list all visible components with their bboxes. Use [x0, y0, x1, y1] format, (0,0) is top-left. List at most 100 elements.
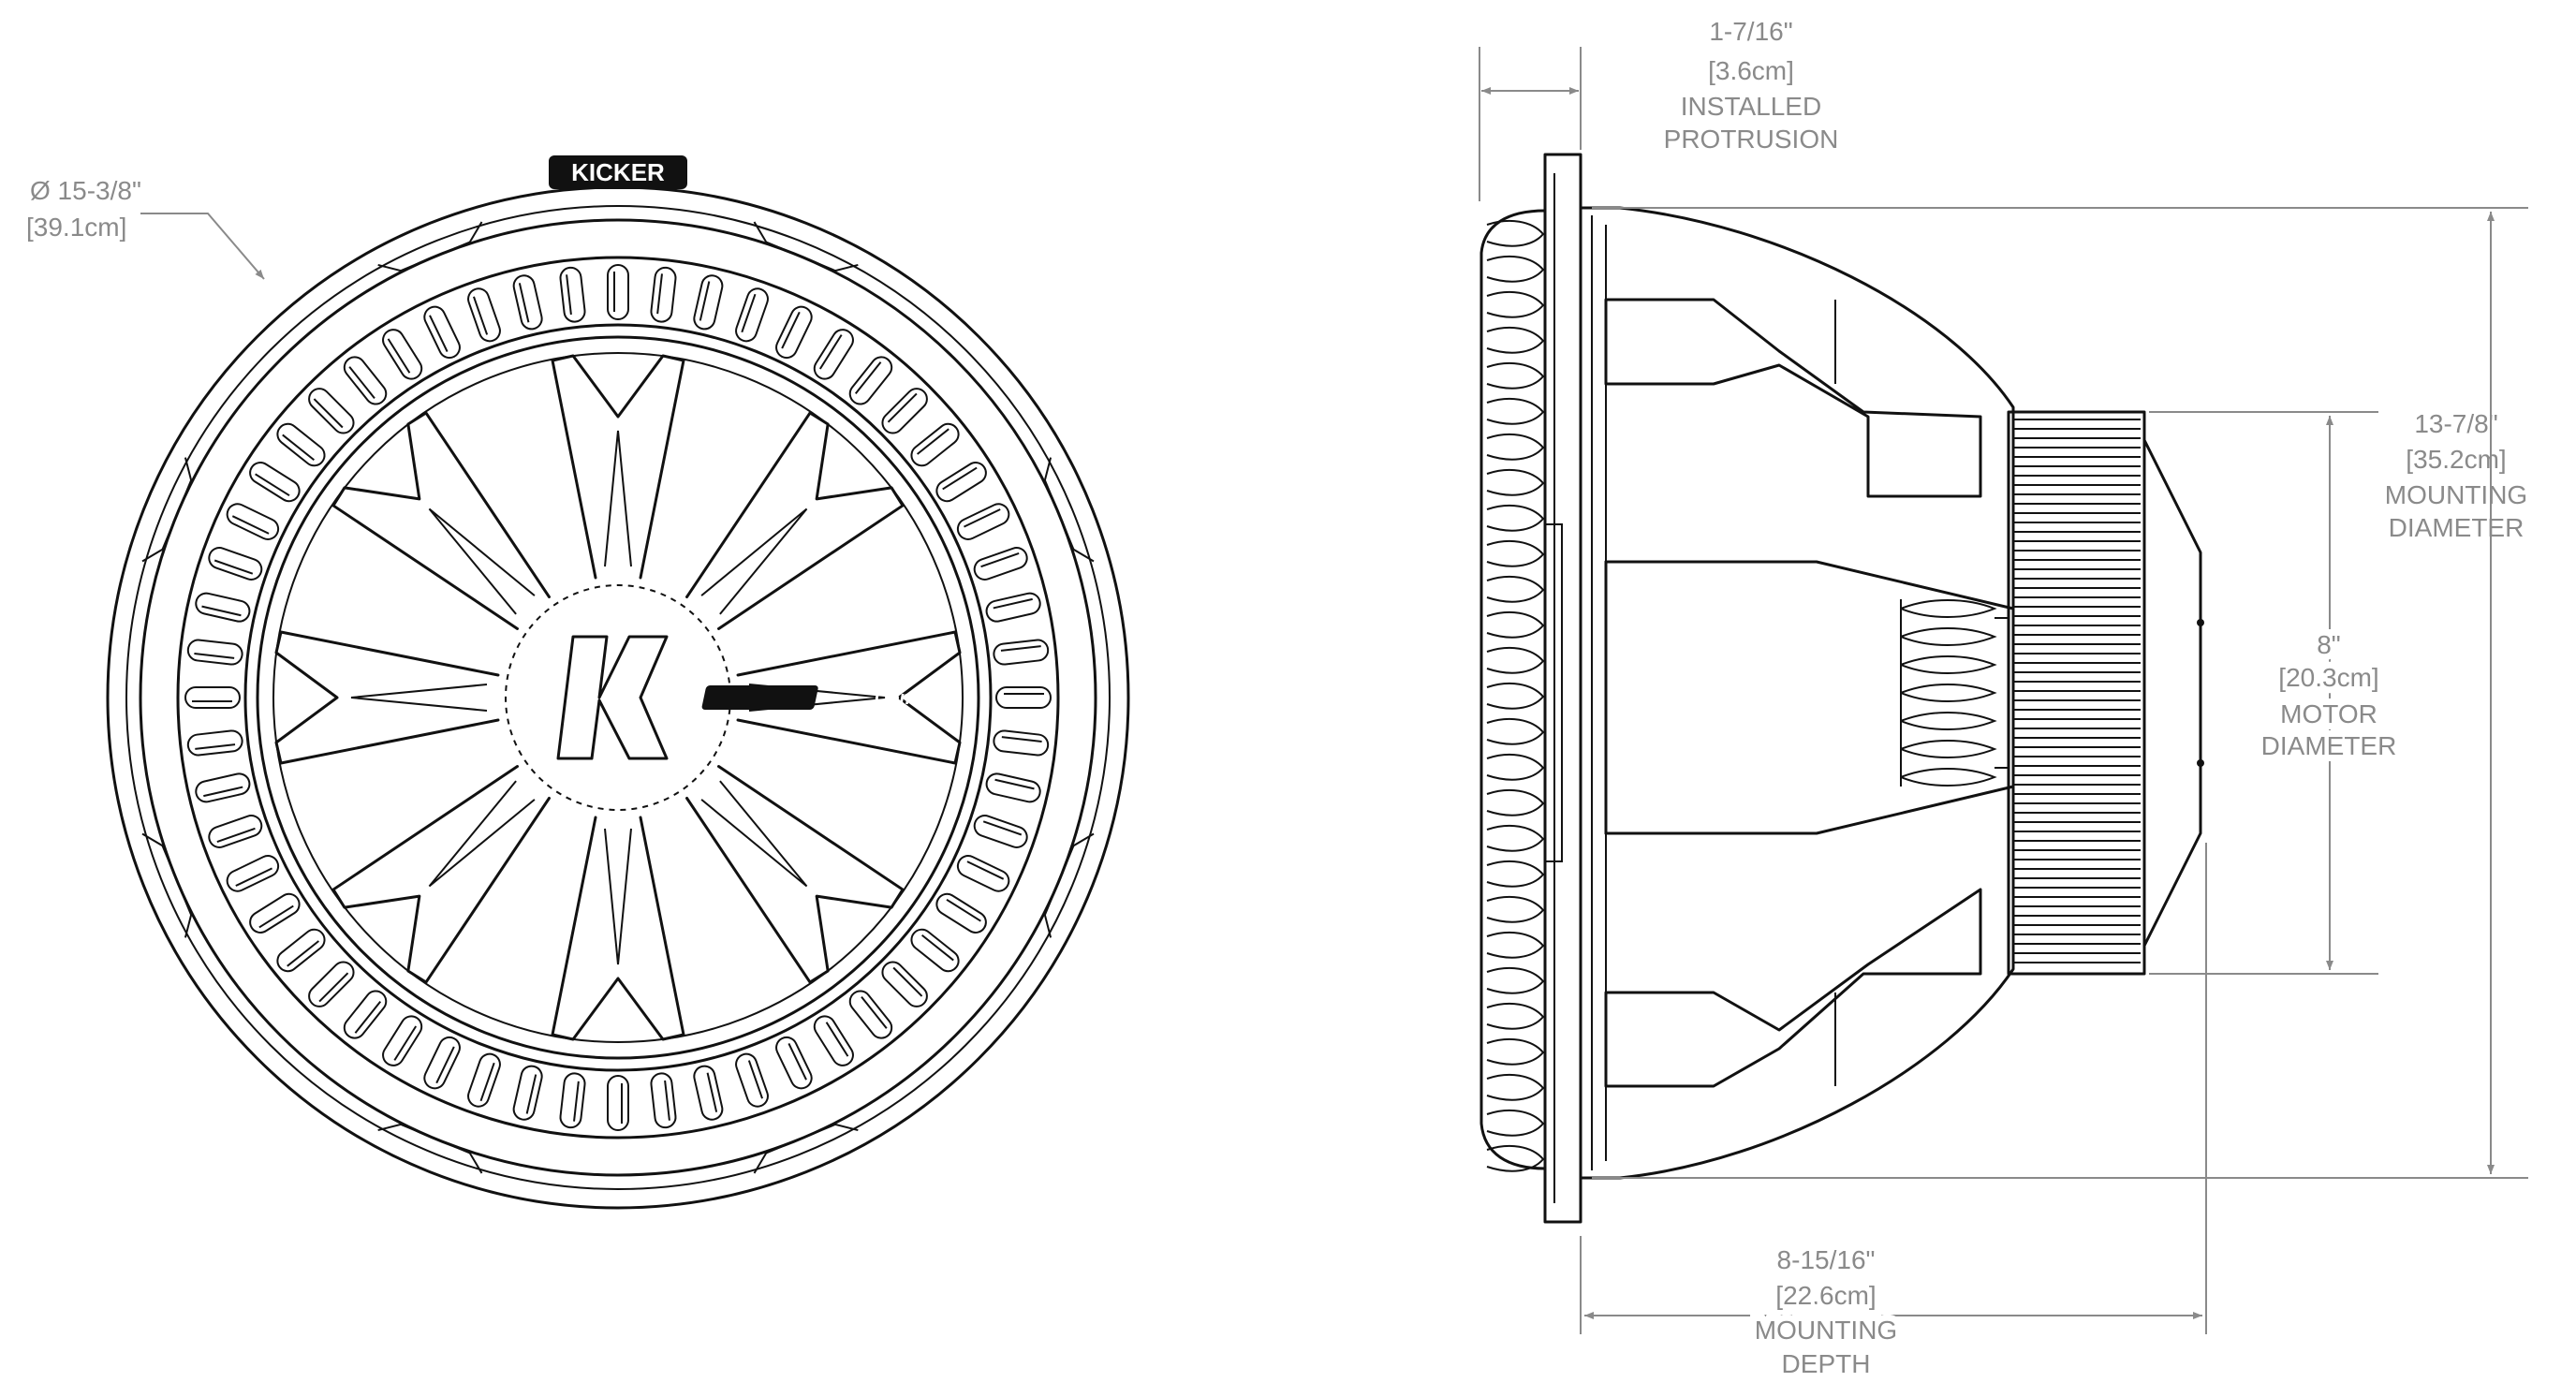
side-rib	[1486, 1109, 1545, 1137]
rib-capsule	[607, 1075, 629, 1131]
rib-capsule	[735, 1052, 769, 1108]
rib-capsule	[985, 592, 1041, 623]
side-rib	[1486, 290, 1545, 318]
side-rib	[1486, 1144, 1545, 1172]
rib-detail	[518, 283, 530, 323]
side-rib	[1486, 1073, 1545, 1101]
rib-detail	[781, 311, 801, 349]
rib-detail	[982, 820, 1023, 836]
rib-capsule	[935, 892, 987, 934]
rib-capsule	[467, 1052, 501, 1108]
protrusion-label-2: PROTRUSION	[1664, 125, 1839, 154]
surround-rib	[775, 1036, 813, 1090]
rib-capsule	[308, 961, 355, 1007]
side-rib	[1486, 717, 1545, 745]
spoke-groove	[428, 507, 536, 615]
side-rib	[1486, 575, 1545, 603]
rib-detail	[479, 1062, 495, 1102]
rib-detail	[195, 743, 236, 750]
rib-detail	[318, 972, 349, 1003]
side-rib	[1486, 860, 1545, 888]
rib-capsule	[226, 503, 280, 540]
surround-rib	[735, 1052, 769, 1108]
rib-detail	[788, 1043, 807, 1081]
rib-detail	[747, 1060, 763, 1099]
notch-shape	[141, 457, 193, 563]
rib-detail	[664, 1080, 670, 1121]
rib-capsule	[995, 686, 1052, 709]
rib-capsule	[910, 422, 960, 467]
rib-detail	[201, 605, 242, 617]
rib-capsule	[343, 356, 388, 405]
rib-capsule	[910, 928, 960, 973]
side-rib	[1486, 1002, 1545, 1030]
spoke-outline	[331, 765, 551, 984]
surround-rib	[276, 422, 326, 467]
rib-capsule	[848, 356, 893, 405]
side-rib	[1486, 504, 1545, 532]
rib-capsule	[249, 462, 301, 503]
rib-capsule	[249, 892, 301, 934]
mounting-diameter-fraction: 13-7/8"	[2414, 409, 2497, 438]
basket-outline	[1579, 206, 2015, 1180]
surround-rib	[308, 388, 355, 434]
frame-notch	[753, 1123, 859, 1174]
motor-diameter-metric: [20.3cm]	[2278, 663, 2378, 692]
mounting-diameter-metric: [35.2cm]	[2406, 445, 2506, 474]
basket-window-lower	[1604, 785, 2015, 835]
rib-capsule	[208, 815, 263, 848]
front-diameter-dimension: Ø 15-3/8" [39.1cm]	[26, 176, 265, 280]
rib-detail	[861, 995, 888, 1029]
rib-capsule	[184, 686, 241, 709]
installed-protrusion-dimension: 1-7/16" [3.6cm] INSTALLED PROTRUSION	[1479, 17, 1838, 201]
motor-diameter-dimension: 8" [20.3cm] MOTOR DIAMETER	[2149, 411, 2403, 975]
cone-star-spokes	[274, 354, 962, 1041]
front-view: K CompQ KICKER Ø 15-3/8" [39.1cm]	[26, 155, 1130, 1210]
rib-detail	[313, 398, 344, 429]
mounting-diameter-label-2: DIAMETER	[2389, 513, 2524, 542]
surround-rib	[276, 928, 326, 973]
rib-detail	[966, 860, 1005, 880]
frame-notch	[1043, 457, 1095, 563]
rib-capsule	[559, 266, 586, 323]
cone-spoke	[331, 765, 551, 984]
surround-rib	[973, 815, 1028, 848]
rib-capsule	[195, 592, 251, 623]
rib-detail	[946, 898, 981, 922]
spider-coil	[1900, 684, 1997, 702]
rib-capsule	[973, 547, 1028, 581]
surround-rib	[343, 356, 388, 405]
rib-capsule	[813, 329, 854, 380]
surround-rib	[693, 1065, 724, 1121]
cone-inner-ring	[272, 352, 964, 1043]
side-view: 1-7/16" [3.6cm] INSTALLED PROTRUSION 13-…	[1479, 17, 2528, 1378]
rib-detail	[818, 334, 843, 370]
surround-rib	[467, 287, 501, 343]
surround-rib	[512, 1065, 543, 1121]
surround-rib	[985, 772, 1041, 803]
surround-rib	[186, 639, 243, 666]
surround-rib	[956, 503, 1010, 540]
protrusion-fraction: 1-7/16"	[1709, 17, 1792, 46]
rib-detail	[993, 597, 1033, 610]
notch-shape	[753, 1123, 859, 1174]
cone-spoke	[551, 354, 685, 580]
side-rib	[1486, 326, 1545, 354]
rib-detail	[706, 1072, 718, 1112]
cone-spoke	[331, 411, 551, 630]
rib-detail	[741, 293, 757, 333]
rib-capsule	[735, 287, 769, 343]
notch-shape	[377, 1123, 483, 1174]
motor-diameter-fraction: 8"	[2317, 630, 2341, 659]
spider-coil	[1900, 740, 1997, 758]
brand-badge: KICKER	[549, 155, 687, 189]
cone-spoke	[685, 765, 905, 984]
surround-rib	[195, 592, 251, 623]
surround-rib	[249, 462, 301, 503]
side-rib	[1486, 753, 1545, 781]
surround-rib	[249, 892, 301, 934]
surround-rib	[881, 388, 928, 434]
rib-detail	[854, 361, 882, 395]
surround-rib	[848, 990, 893, 1039]
mounting-diameter-label-1: MOUNTING	[2385, 480, 2527, 509]
